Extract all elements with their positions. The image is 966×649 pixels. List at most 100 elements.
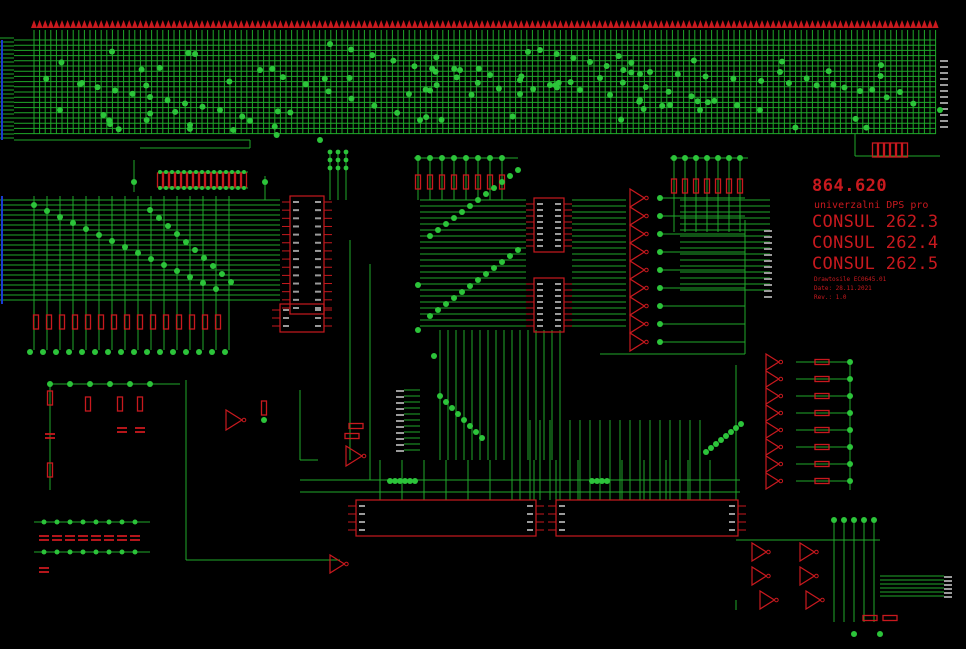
nand-gate[interactable] <box>799 541 816 563</box>
ic-package[interactable] <box>355 499 537 537</box>
pin-label <box>315 274 321 277</box>
junction-dot <box>219 271 225 277</box>
resistor[interactable] <box>438 174 446 190</box>
resistor[interactable] <box>136 314 144 330</box>
resistor[interactable] <box>426 174 434 190</box>
nand-gate[interactable] <box>751 565 768 587</box>
resistor[interactable] <box>681 178 689 194</box>
edge-pin <box>944 576 952 578</box>
resistor[interactable] <box>895 142 903 158</box>
resistor[interactable] <box>901 142 909 158</box>
junction-dot <box>637 71 643 77</box>
resistor[interactable] <box>414 174 422 190</box>
line-driver[interactable] <box>629 223 646 245</box>
resistor[interactable] <box>814 392 830 400</box>
resistor[interactable] <box>214 314 222 330</box>
resistor[interactable] <box>474 174 482 190</box>
component-layer[interactable] <box>1 20 952 622</box>
line-driver[interactable] <box>629 313 646 335</box>
comparator[interactable] <box>345 444 364 468</box>
resistor[interactable] <box>670 178 678 194</box>
output-driver[interactable] <box>765 369 780 389</box>
resistor[interactable] <box>862 614 878 622</box>
line-driver[interactable] <box>629 241 646 263</box>
resistor[interactable] <box>348 422 364 430</box>
resistor[interactable] <box>123 314 131 330</box>
resistor[interactable] <box>97 314 105 330</box>
resistor[interactable] <box>725 178 733 194</box>
connector-flag <box>932 20 939 28</box>
resistor[interactable] <box>58 314 66 330</box>
resistor[interactable] <box>116 396 124 412</box>
resistor[interactable] <box>883 142 891 158</box>
line-driver[interactable] <box>629 205 646 227</box>
nand-gate[interactable] <box>751 541 768 563</box>
resistor[interactable] <box>84 396 92 412</box>
resistor[interactable] <box>84 314 92 330</box>
resistor[interactable] <box>45 314 53 330</box>
output-driver[interactable] <box>765 437 780 457</box>
line-driver[interactable] <box>629 259 646 281</box>
edge-pin <box>940 84 948 86</box>
resistor[interactable] <box>871 142 879 158</box>
resistor[interactable] <box>703 178 711 194</box>
resistor[interactable] <box>736 178 744 194</box>
resistor[interactable] <box>46 462 54 478</box>
output-driver[interactable] <box>765 386 780 406</box>
output-driver[interactable] <box>765 403 780 423</box>
line-driver[interactable] <box>629 187 646 209</box>
nand-gate[interactable] <box>759 589 776 611</box>
nand-gate[interactable] <box>799 565 816 587</box>
resistor[interactable] <box>32 314 40 330</box>
inverter[interactable] <box>329 553 346 575</box>
junction-dot <box>317 137 323 143</box>
resistor[interactable] <box>175 314 183 330</box>
pin-label <box>359 521 365 523</box>
resistor[interactable] <box>877 142 885 158</box>
resistor[interactable] <box>814 460 830 468</box>
resistor[interactable] <box>162 314 170 330</box>
junction-dot <box>628 69 635 76</box>
junction-dot <box>335 149 341 155</box>
resistor[interactable] <box>462 174 470 190</box>
junction-dot <box>392 478 398 484</box>
resistor[interactable] <box>46 390 54 406</box>
line-driver[interactable] <box>629 331 646 353</box>
line-driver[interactable] <box>629 295 646 317</box>
resistor[interactable] <box>814 477 830 485</box>
resistor[interactable] <box>188 314 196 330</box>
line-driver[interactable] <box>629 277 646 299</box>
ic-package[interactable] <box>555 499 739 537</box>
ic-package[interactable] <box>289 195 325 315</box>
resistor[interactable] <box>814 375 830 383</box>
resistor[interactable] <box>344 432 360 440</box>
ic-package[interactable] <box>533 277 565 333</box>
resistor[interactable] <box>260 400 268 416</box>
resistor[interactable] <box>814 409 830 417</box>
resistor[interactable] <box>889 142 897 158</box>
connector-flag <box>843 20 849 28</box>
resistor[interactable] <box>201 314 209 330</box>
resistor[interactable] <box>71 314 79 330</box>
output-driver[interactable] <box>765 454 780 474</box>
resistor[interactable] <box>814 426 830 434</box>
output-driver[interactable] <box>765 471 780 491</box>
output-driver[interactable] <box>765 420 780 440</box>
resistor[interactable] <box>814 358 830 366</box>
op-amp[interactable] <box>225 408 244 432</box>
resistor[interactable] <box>110 314 118 330</box>
resistor[interactable] <box>136 396 144 412</box>
junction-dot <box>473 429 479 435</box>
resistor[interactable] <box>814 443 830 451</box>
pin-label <box>555 209 561 211</box>
resistor[interactable] <box>486 174 494 190</box>
resistor[interactable] <box>714 178 722 194</box>
output-driver[interactable] <box>765 352 780 372</box>
nand-gate[interactable] <box>805 589 822 611</box>
ic-package[interactable] <box>533 197 565 253</box>
resistor[interactable] <box>692 178 700 194</box>
resistor[interactable] <box>882 614 898 622</box>
resistor[interactable] <box>450 174 458 190</box>
resistor[interactable] <box>149 314 157 330</box>
